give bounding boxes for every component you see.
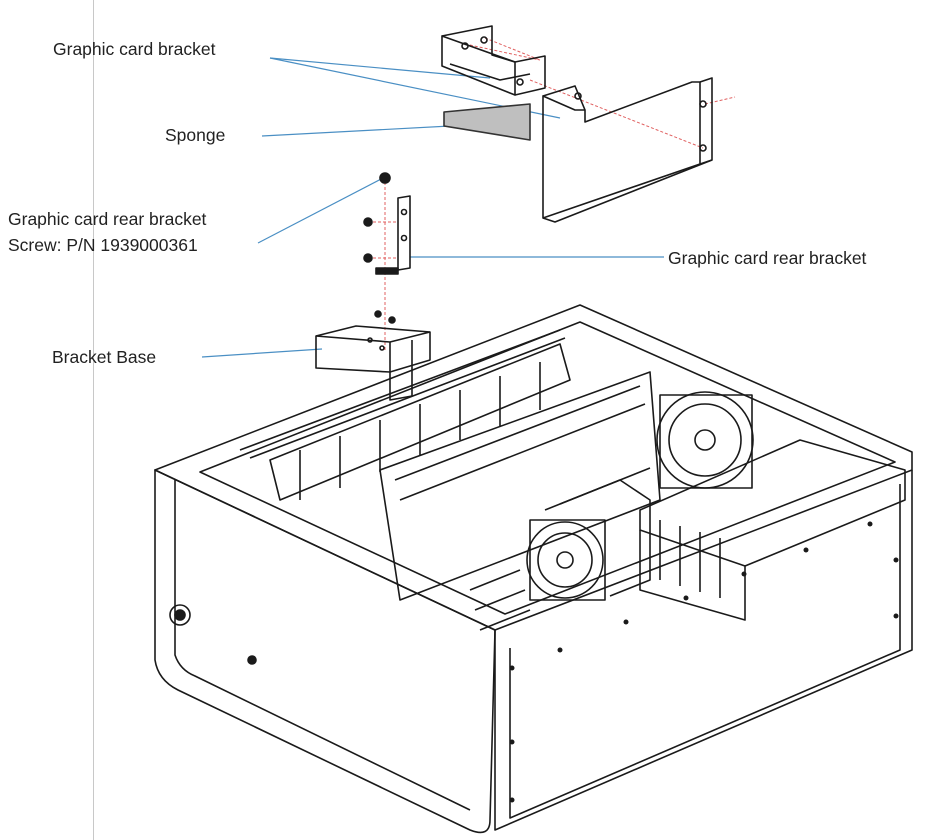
label-graphic-card-bracket: Graphic card bracket bbox=[53, 39, 216, 59]
leader-bracket-1 bbox=[269, 57, 491, 79]
screw-path-1 bbox=[464, 43, 541, 61]
screw-paths bbox=[368, 37, 736, 350]
leader-bracket-base bbox=[201, 348, 323, 358]
page-margin-line bbox=[93, 0, 94, 840]
label-rear-bracket-screw-pn: Screw: P/N 1939000361 bbox=[8, 235, 198, 255]
server-chassis bbox=[154, 304, 913, 834]
screw-path-4 bbox=[704, 96, 736, 105]
label-graphic-card-rear-bracket: Graphic card rear bracket bbox=[668, 248, 867, 268]
label-bracket-base: Bracket Base bbox=[52, 347, 157, 367]
screw-path-3 bbox=[529, 79, 704, 149]
bracket-base bbox=[315, 310, 431, 401]
label-sponge: Sponge bbox=[165, 125, 226, 145]
graphic-card-bracket-small bbox=[441, 25, 546, 96]
screw-path-2 bbox=[484, 37, 541, 61]
rear-bracket-assembly bbox=[363, 172, 411, 275]
sponge bbox=[443, 103, 531, 141]
leader-rear-screw bbox=[257, 177, 384, 244]
graphic-card-bracket-large bbox=[542, 77, 713, 223]
label-rear-bracket-screw-title: Graphic card rear bracket bbox=[8, 209, 207, 229]
